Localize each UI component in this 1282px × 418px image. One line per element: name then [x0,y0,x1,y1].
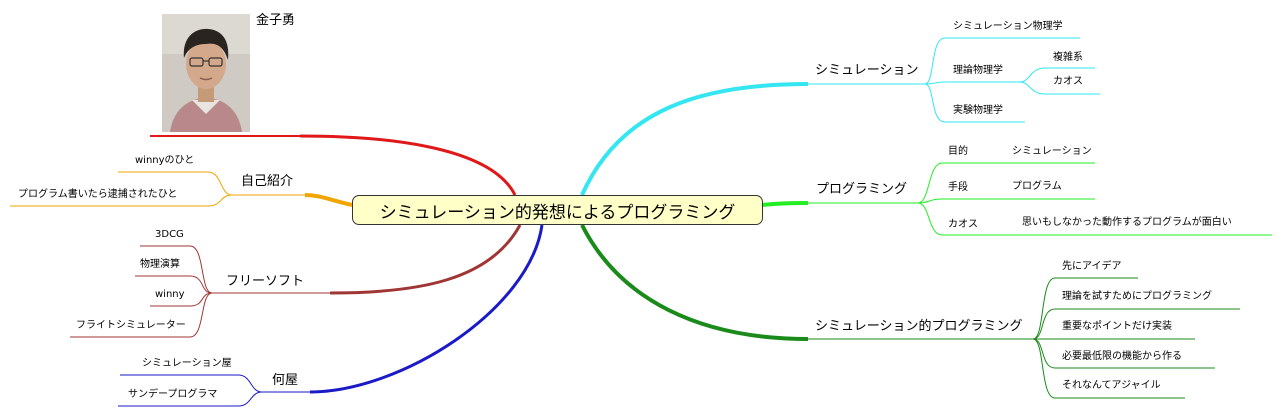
nan-item-simulation-ya[interactable]: シミュレーション屋 [142,358,232,369]
subtopic-experimental-physics[interactable]: 実験物理学 [953,105,1003,116]
nan-item-sunday-programmer[interactable]: サンデープログラマ [128,389,218,400]
prog-key-chaos[interactable]: カオス [948,219,978,230]
sim-main-connector [580,82,809,196]
topic-nandemoya[interactable]: 何屋 [272,373,299,388]
simulation-branch-lines [580,37,1100,196]
topic-simulation[interactable]: シミュレーション [815,63,919,78]
self-item-winny-person[interactable]: winnyのひと [135,155,195,166]
subtopic-complex-systems[interactable]: 複雑系 [1053,52,1083,63]
topic-freesoft[interactable]: フリーソフト [226,274,305,289]
subtopic-chaos[interactable]: カオス [1053,76,1083,87]
sim-programming-branch-lines [580,224,1240,399]
red-main-connector [299,134,517,196]
simprog-item-test-theory[interactable]: 理論を試すためにプログラミング [1062,291,1212,302]
freesoft-branch-lines [70,224,522,338]
central-topic[interactable]: シミュレーション的発想によるプログラミング [352,195,763,225]
self-main-connector [304,193,353,207]
topic-self-intro[interactable]: 自己紹介 [241,174,294,189]
free-main-connector [329,224,522,295]
freesoft-item-flight-sim[interactable]: フライトシミュレーター [76,320,186,331]
simprog-item-key-points[interactable]: 重要なポイントだけ実装 [1062,321,1172,332]
topic-programming[interactable]: プログラミング [816,182,908,197]
prog-key-purpose[interactable]: 目的 [948,146,968,157]
simprog-main-connector [580,224,809,341]
subtopic-theoretical-physics[interactable]: 理論物理学 [953,65,1003,76]
profile-photo [162,14,250,132]
photo-branch-lines [150,134,517,196]
nandemoya-branch-lines [118,224,544,407]
prog-key-means[interactable]: 手段 [948,182,968,193]
simprog-item-minimum-features[interactable]: 必要最低限の機能から作る [1062,351,1182,362]
person-portrait-image [162,14,250,132]
photo-caption: 金子勇 [256,13,296,28]
topic-sim-programming[interactable]: シミュレーション的プログラミング [815,319,1023,334]
programming-branch-lines [761,162,1272,236]
self-item-arrested-person[interactable]: プログラム書いたら逮捕されたひと [18,189,178,200]
prog-value-purpose[interactable]: シミュレーション [1012,146,1092,157]
freesoft-item-3dcg[interactable]: 3DCG [155,229,184,240]
simprog-item-idea-first[interactable]: 先にアイデア [1062,261,1122,272]
self-intro-branch-lines [10,171,353,207]
simprog-item-agile[interactable]: それなんてアジャイル [1062,380,1161,391]
freesoft-item-physics[interactable]: 物理演算 [140,259,180,270]
prog-value-chaos[interactable]: 思いもしなかった動作するプログラムが面白い [1022,217,1232,228]
prog-value-means[interactable]: プログラム [1012,181,1062,192]
prog-main-connector [761,201,809,207]
nan-main-connector [309,224,544,394]
freesoft-item-winny[interactable]: winny [155,289,185,300]
subtopic-simulation-physics[interactable]: シミュレーション物理学 [953,21,1063,32]
